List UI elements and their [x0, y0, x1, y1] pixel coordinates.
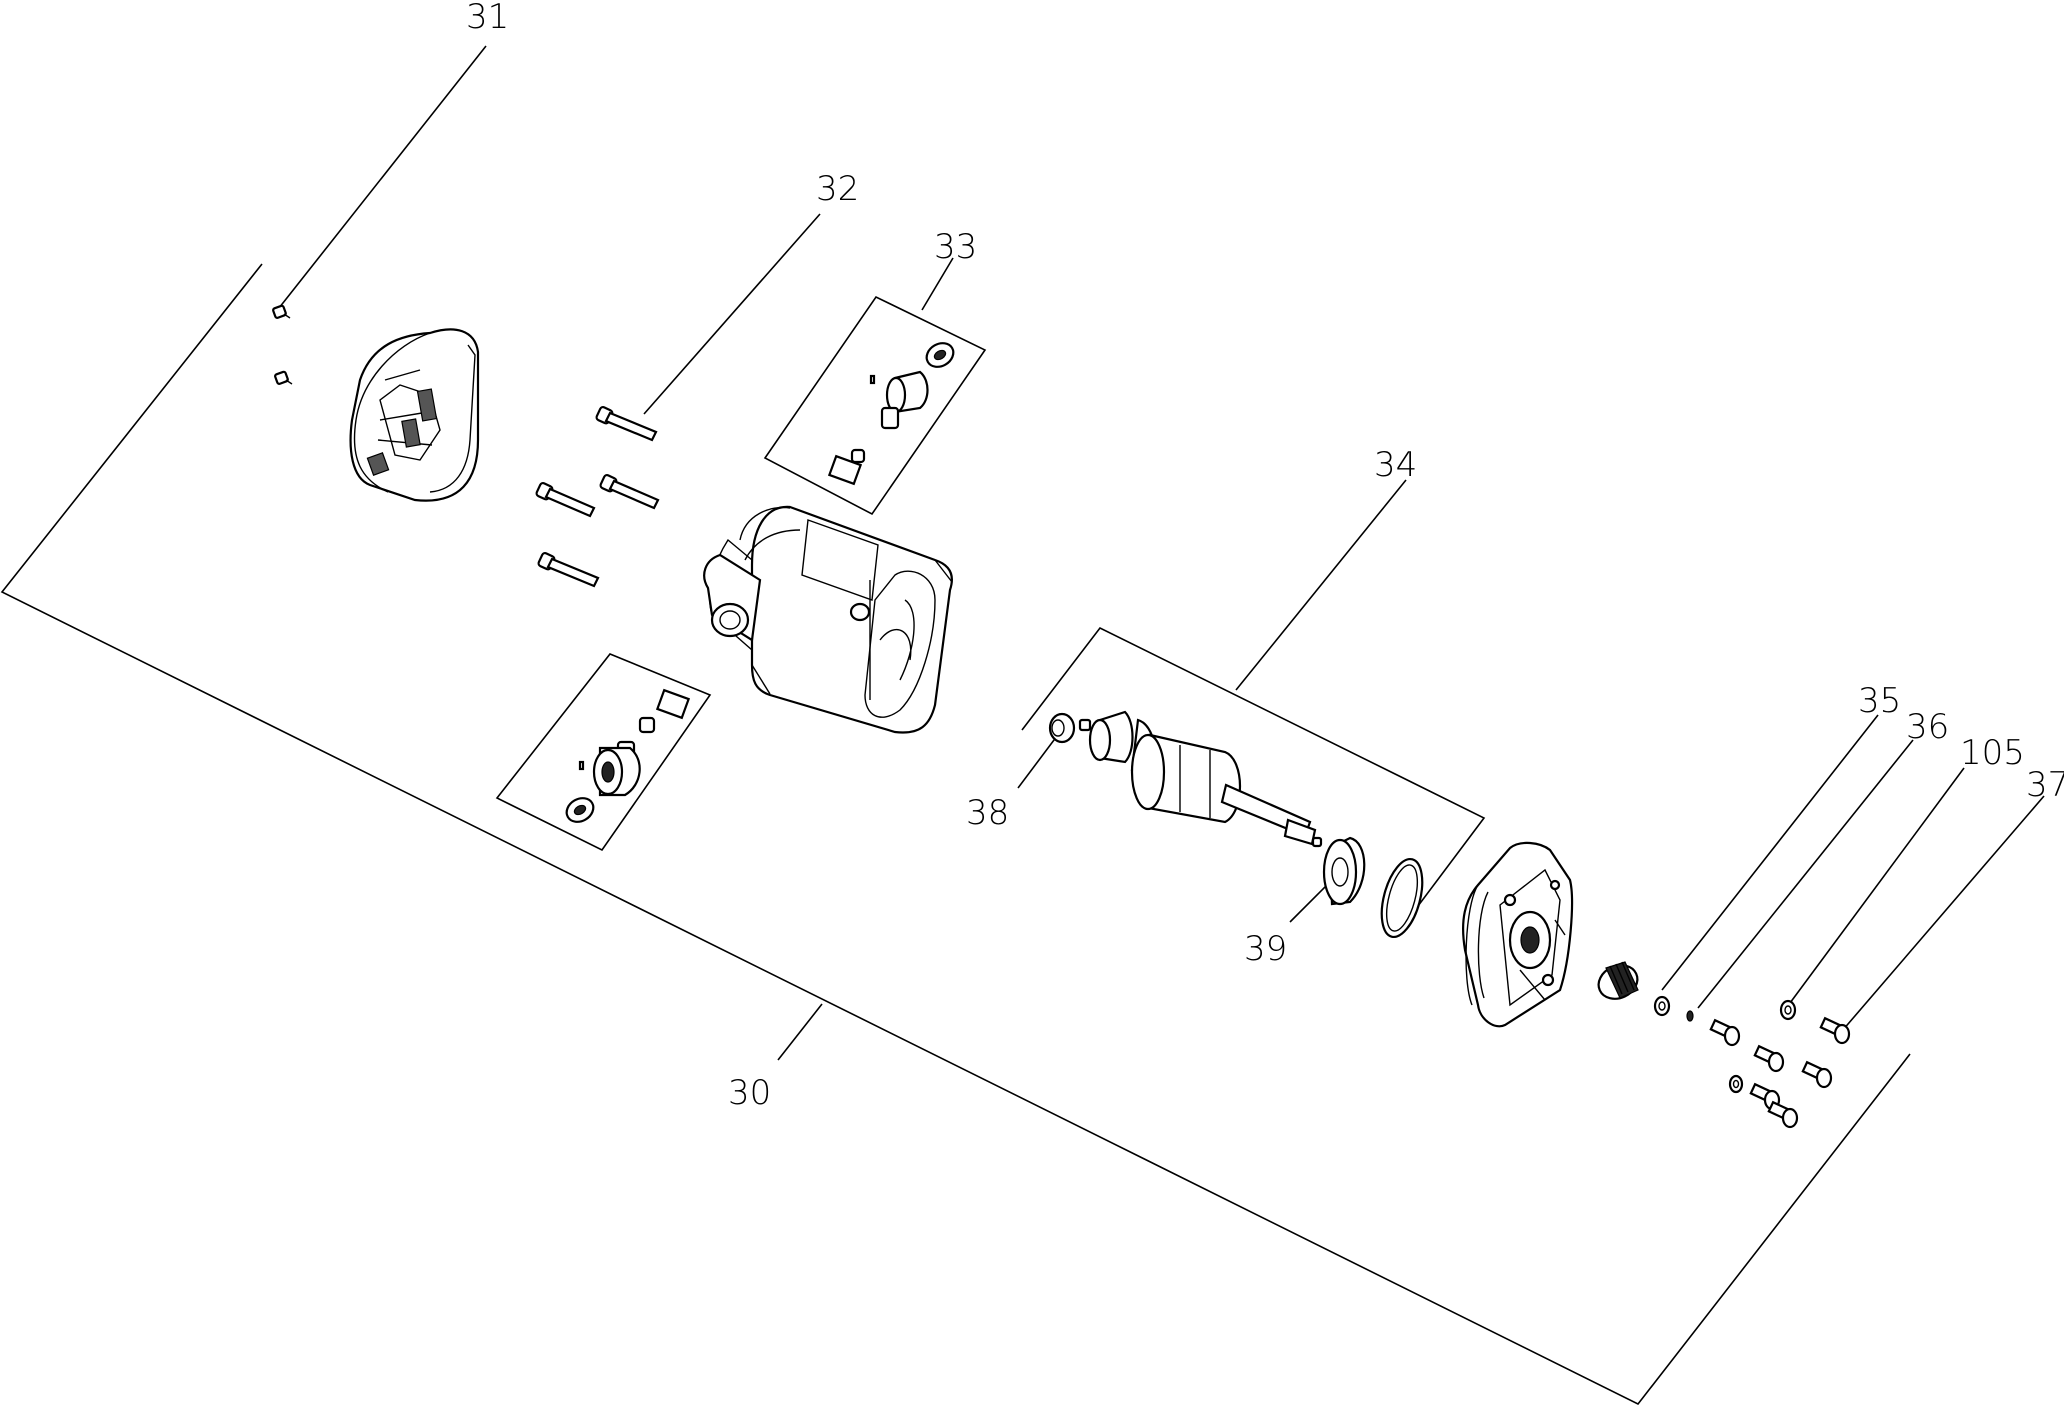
stator-housing	[703, 505, 953, 734]
leader-38	[1017, 731, 1061, 789]
callout-37: 37	[2026, 765, 2064, 805]
brush-holder-group-33-upper	[763, 295, 987, 516]
screw-31-bottom	[274, 370, 293, 385]
washer-105	[1779, 999, 1797, 1021]
washer-35	[1653, 995, 1671, 1017]
assembly-outline-30	[0, 263, 1911, 1406]
callout-39: 39	[1244, 929, 1287, 969]
leader-31	[278, 45, 487, 309]
callout-36: 36	[1906, 707, 1949, 747]
pin-36	[1686, 1010, 1694, 1022]
leader-lines	[278, 45, 2045, 1061]
leader-34	[1235, 479, 1407, 691]
callout-34: 34	[1374, 445, 1417, 485]
leader-37	[1841, 795, 2045, 1032]
long-bolt-32-d	[537, 552, 600, 588]
long-bolt-32-c	[599, 474, 660, 510]
callout-33: 33	[934, 227, 977, 267]
armature-rotor	[1078, 710, 1323, 848]
long-bolt-32-a	[595, 406, 658, 442]
leader-30	[777, 1003, 823, 1061]
bearing-39	[1322, 836, 1366, 906]
callout-labels: 31 32 33 34 35 36 105 37 38 39 30	[466, 0, 2064, 1113]
rear-end-cap	[349, 328, 480, 502]
callout-38: 38	[966, 793, 1009, 833]
leader-32	[643, 213, 821, 415]
callout-35: 35	[1858, 681, 1901, 721]
callout-105: 105	[1960, 733, 2025, 773]
callout-32: 32	[816, 169, 859, 209]
leader-105	[1789, 767, 1965, 1004]
leader-36	[1697, 739, 1914, 1009]
bolt-37-b	[1709, 1018, 1741, 1047]
callout-30: 30	[728, 1073, 771, 1113]
leader-35	[1661, 714, 1879, 991]
bolt-37-d	[1801, 1060, 1833, 1089]
washer-small	[1728, 1074, 1744, 1094]
callout-31: 31	[466, 0, 509, 37]
bearing-38	[1048, 712, 1076, 744]
bolt-37-c	[1753, 1044, 1785, 1073]
brush-holder-group-33-lower	[495, 653, 712, 852]
o-ring	[1380, 857, 1424, 939]
knurled-fan	[1597, 961, 1639, 1000]
armature-group-34	[1021, 626, 1486, 931]
long-bolt-32-b	[535, 482, 596, 518]
leader-33	[921, 257, 954, 311]
bolt-37-f	[1767, 1100, 1799, 1129]
bolt-37-a	[1819, 1016, 1851, 1045]
screw-31-top	[272, 304, 291, 319]
gear-housing-cover	[1462, 841, 1574, 1028]
